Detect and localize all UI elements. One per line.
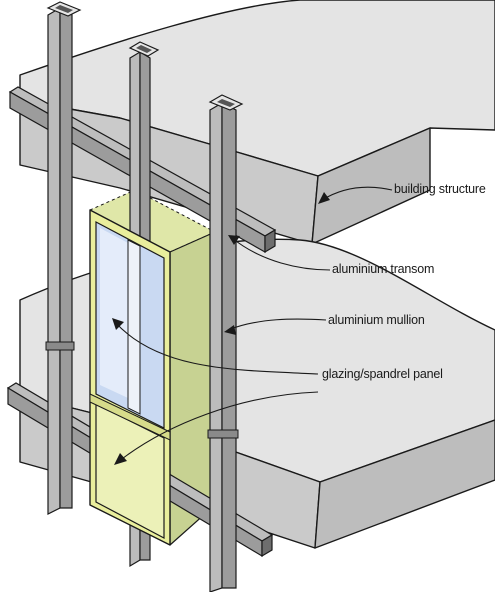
glazing-highlight	[100, 228, 128, 398]
panel-transom-bar	[89, 393, 171, 441]
lower-slab-edge-side	[314, 419, 495, 549]
label-aluminium-transom: aluminium transom	[332, 262, 435, 276]
mullion-right-side	[209, 101, 223, 592]
upper-slab-edge-side	[311, 127, 431, 245]
leader-lines	[114, 186, 393, 463]
arrowhead-aluminium-transom	[228, 235, 240, 245]
leader-spandrel	[117, 391, 319, 463]
mullion-right-front	[221, 102, 237, 589]
glazing-spandrel-panel	[89, 209, 171, 546]
leader-building-structure	[321, 186, 393, 201]
mullion-left-splice	[45, 341, 75, 351]
mullion-left	[45, 1, 82, 515]
mullion-left-front	[59, 6, 73, 509]
leader-aluminium-transom	[231, 237, 331, 271]
arrowhead-building-structure	[318, 192, 330, 204]
glazing-inner-mullion	[127, 239, 141, 415]
mullion-left-side	[47, 6, 61, 515]
mullion-back-hollow	[136, 45, 152, 53]
arrowheads	[112, 192, 330, 465]
label-building-structure: building structure	[394, 182, 486, 196]
mullion-left-hollow	[55, 5, 73, 13]
upper-floor-slab	[19, 0, 495, 245]
panel-back	[88, 189, 217, 546]
leader-glazing	[114, 321, 319, 375]
label-aluminium-mullion: aluminium mullion	[328, 313, 425, 327]
arrowhead-spandrel	[114, 453, 127, 465]
label-glazing-spandrel-panel: glazing/spandrel panel	[322, 367, 443, 381]
arrowhead-glazing	[112, 318, 124, 330]
lower-transom-end	[261, 533, 273, 558]
arrowhead-aluminium-mullion	[224, 325, 236, 335]
mullion-right-hollow	[217, 99, 235, 107]
mullion-right-splice	[207, 429, 239, 439]
mullion-right	[207, 94, 244, 592]
upper-transom-end	[264, 228, 276, 254]
leader-aluminium-mullion	[227, 318, 327, 331]
